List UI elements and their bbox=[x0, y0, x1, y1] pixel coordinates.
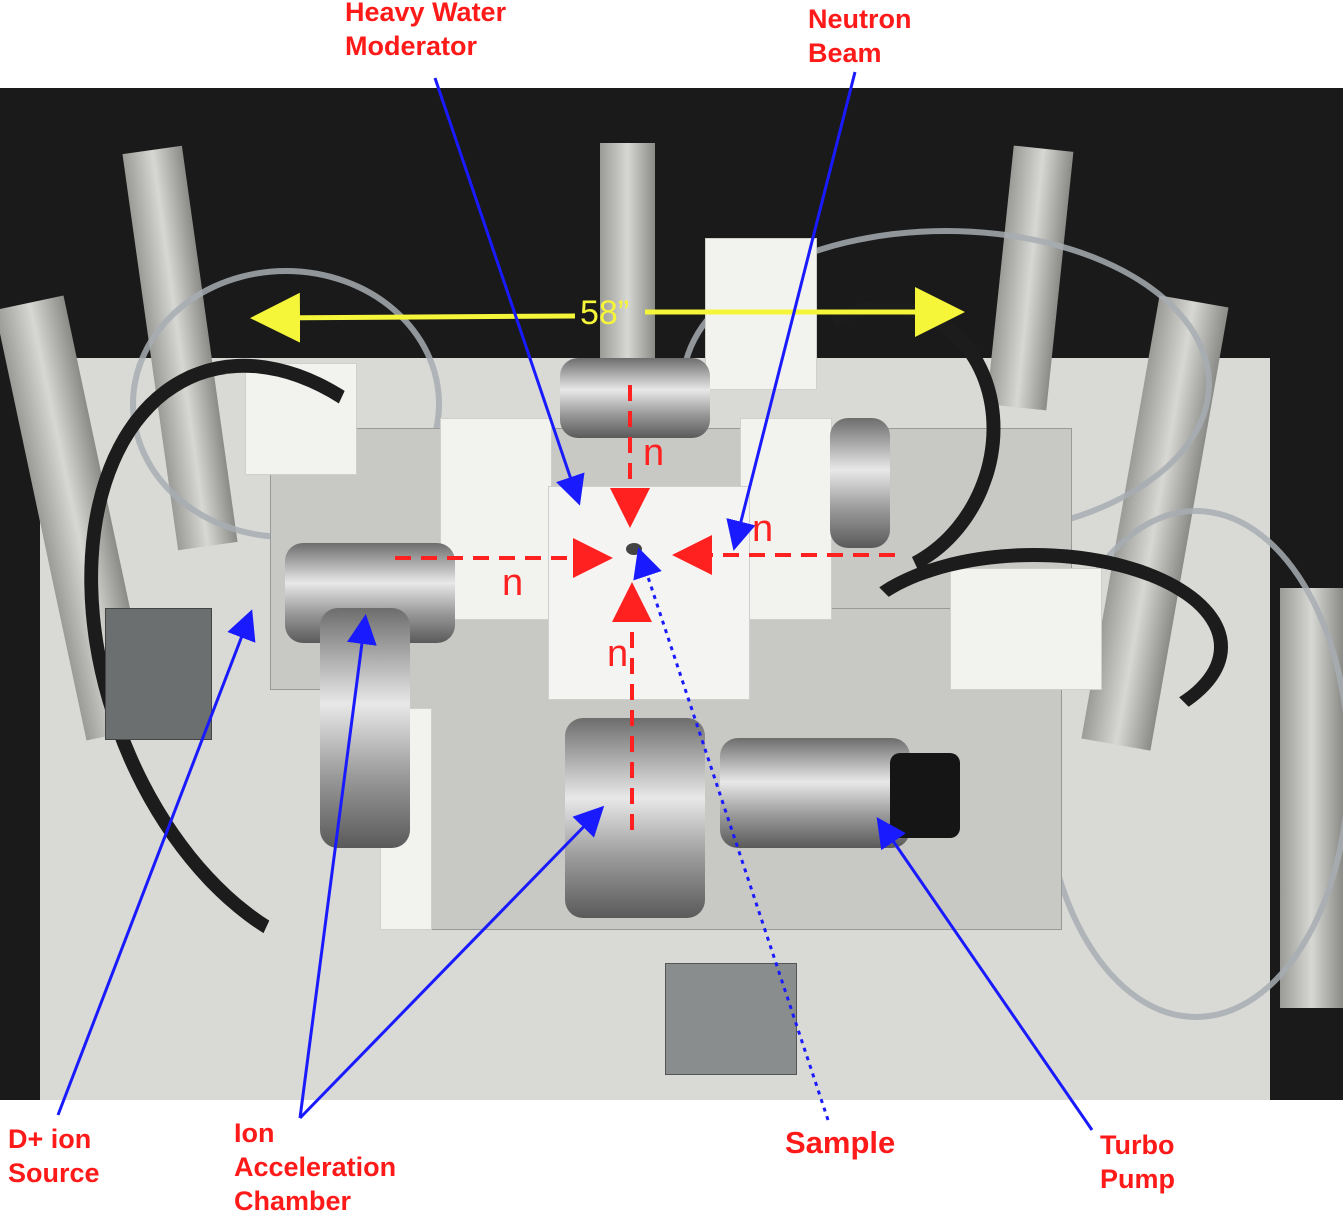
shield-block bbox=[245, 363, 357, 475]
label-d-ion-source: D+ ion Source bbox=[8, 1124, 100, 1188]
turbo-pump-cap bbox=[890, 753, 960, 838]
neutron-generator-photo bbox=[0, 88, 1343, 1100]
label-sample: Sample bbox=[785, 1125, 896, 1160]
electrical-box bbox=[665, 963, 797, 1075]
label-neutron-beam: Neutron Beam bbox=[808, 4, 912, 68]
electrical-box bbox=[105, 608, 212, 740]
upper-acceleration-chamber bbox=[560, 358, 710, 438]
heavy-water-moderator bbox=[548, 486, 750, 700]
sample-hole bbox=[626, 543, 642, 555]
dimension-label: 58” bbox=[580, 294, 630, 332]
neutron-marker: n bbox=[643, 432, 665, 474]
lower-acceleration-chamber bbox=[565, 718, 705, 918]
label-heavy-water-moderator: Heavy Water Moderator bbox=[345, 0, 507, 61]
neutron-marker: n bbox=[502, 562, 524, 604]
turbo-pump-body bbox=[720, 738, 910, 848]
neutron-marker: n bbox=[607, 633, 629, 675]
neutron-marker: n bbox=[752, 508, 774, 550]
label-turbo-pump: Turbo Pump bbox=[1100, 1130, 1176, 1194]
label-ion-acceleration-chamber: Ion Acceleration Chamber bbox=[234, 1118, 397, 1216]
